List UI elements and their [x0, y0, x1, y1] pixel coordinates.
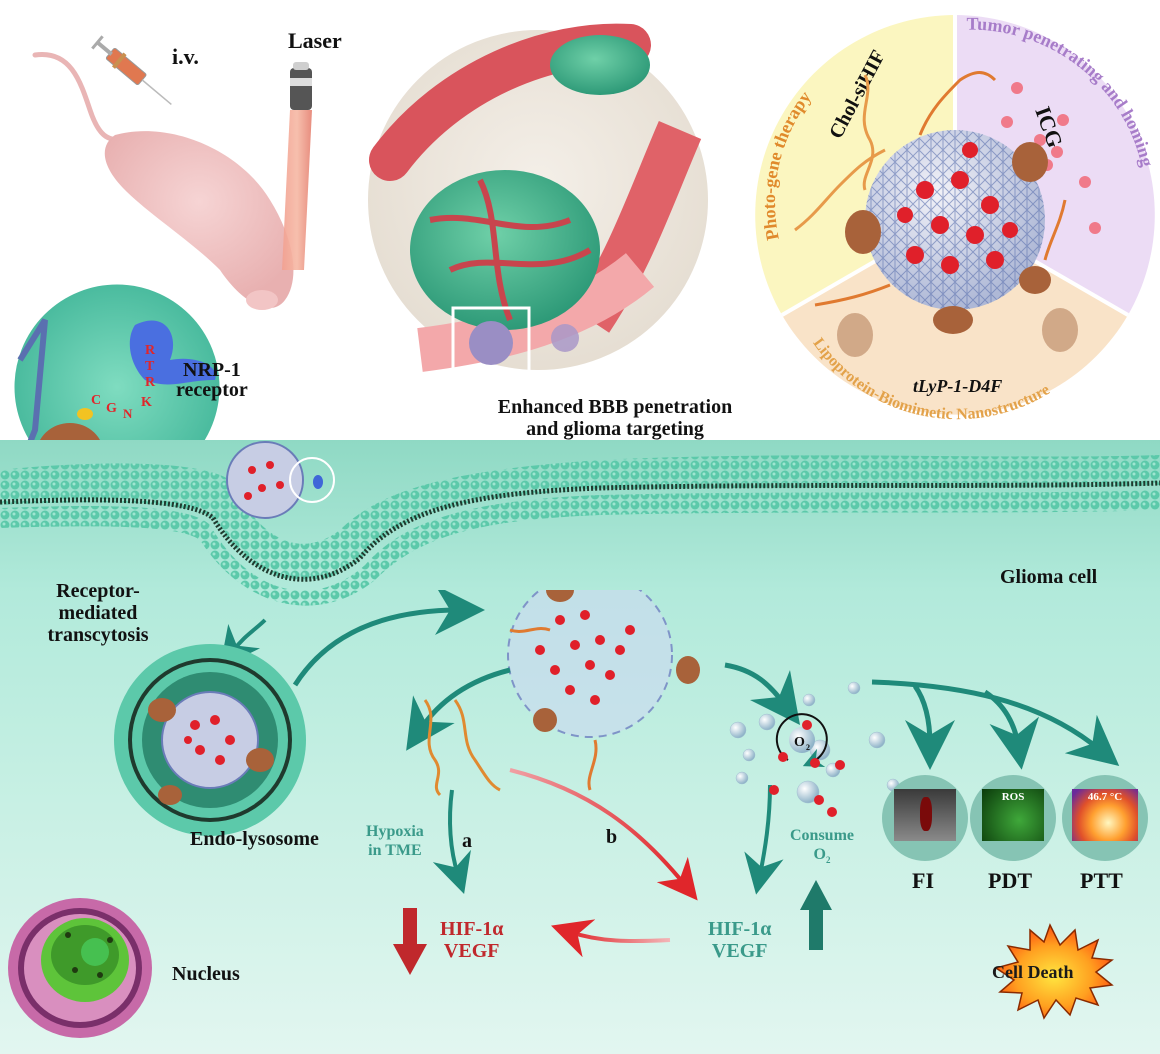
transcytosis-line1: Receptor-: [56, 580, 140, 602]
nrp1-receptor-icon: [129, 320, 216, 385]
peptide-anchor: [77, 408, 93, 420]
consume-line1: Consume: [790, 827, 855, 844]
outcome-pdt: ROS: [970, 775, 1056, 861]
arrow-vegf-feedback: [551, 919, 671, 958]
outcome-ptt: 46.7 °C: [1062, 775, 1148, 861]
ptt-image: 46.7 °C: [1072, 789, 1138, 841]
syringe-icon: [91, 35, 172, 106]
o2-center-bubble: [789, 727, 815, 753]
consume-o2-label: Consume O2: [790, 826, 854, 870]
bbb-caption-line1: Enhanced BBB penetration: [497, 396, 733, 418]
fi-image: [894, 789, 956, 841]
hypoxia-label: Hypoxia in TME: [366, 822, 424, 860]
bbb-caption: Enhanced BBB penetration and glioma targ…: [440, 396, 790, 440]
membrane-tails: [0, 480, 1160, 582]
tumor-cluster-small: [550, 35, 650, 95]
cell-pathway-diagram: O 2: [8, 590, 1120, 1038]
icg-dots: [1001, 82, 1101, 234]
peptide-letter-n: N: [123, 406, 133, 421]
receptor-zoom-circle: C G N K R T R: [11, 281, 223, 493]
nanoparticle-highlight-box: [451, 306, 531, 382]
peptide-letter-k: K: [141, 395, 152, 410]
laser-label: Laser: [288, 28, 342, 53]
arrow-pathway-b: [509, 768, 698, 901]
bbb-caption-line2: and glioma targeting: [526, 418, 704, 440]
transcytosis-line2: mediated: [58, 602, 138, 624]
arrow-membrane-to-endolysosome: [219, 618, 267, 668]
laser-icon: [282, 62, 312, 270]
top-panel: i.v. Laser: [0, 0, 1160, 493]
vegf-down: VEGF: [443, 940, 500, 962]
endolysosome: [114, 644, 306, 836]
hypoxia-line2: in TME: [368, 842, 422, 859]
outcome-label-pdt: PDT: [988, 868, 1032, 893]
arrow-endolysosome-to-release: [292, 590, 485, 687]
sihif-strands: [423, 699, 501, 797]
peptide-letter-t: T: [145, 359, 155, 374]
singlet-oxygen-dots: [769, 720, 845, 817]
peptide-letter-c: C: [91, 393, 101, 408]
hif-vegf-down-label: HIF-1α VEGF: [440, 918, 503, 962]
consume-o2-sub: 2: [825, 855, 831, 866]
membrane-outer-leaflet: [0, 455, 1160, 581]
consume-o2-text: O: [813, 846, 826, 863]
o2-center-label: O: [794, 735, 805, 750]
glioma-cell-label: Glioma cell: [1000, 566, 1098, 588]
nanoparticle-entering: [226, 441, 304, 519]
ptt-temp-label: 46.7 °C: [1087, 791, 1123, 803]
outcome-label-ptt: PTT: [1080, 868, 1123, 893]
o2-center-subscript: 2: [806, 743, 810, 752]
nucleus-illustration: [8, 898, 152, 1038]
arrow-to-pdt: [983, 689, 1040, 770]
consume-line2: O2: [790, 845, 854, 870]
mouse-illustration: [32, 52, 294, 310]
mouse-ear: [246, 290, 278, 310]
cell-membrane: [0, 441, 1160, 606]
component-tlyp: tLyP-1-D4F: [913, 376, 1002, 396]
hif-up: HIF-1α: [708, 918, 772, 940]
outcome-fi: [882, 775, 968, 861]
membrane-inner-leaflet: [0, 490, 1160, 606]
iv-label: i.v.: [172, 44, 199, 69]
apolipoprotein-clusters: [837, 142, 1078, 357]
mouse-body: [104, 131, 294, 309]
outcome-label-fi: FI: [912, 868, 934, 893]
arrow-to-fi: [904, 684, 955, 770]
nrp1-receptor-label: NRP-1 receptor: [176, 360, 248, 400]
peptide-letter-r2: R: [145, 343, 156, 358]
arrow-release-to-o2: [724, 662, 801, 725]
rotation-arrow-icon: [775, 713, 828, 768]
transcytosis-line3: transcytosis: [47, 624, 149, 646]
nucleus-label: Nucleus: [172, 963, 240, 985]
nrp1-label-line2: receptor: [176, 379, 248, 401]
peptide-letter-g: G: [106, 401, 117, 416]
dna-strands: [794, 71, 1067, 307]
pathway-a-letter: a: [462, 830, 472, 852]
pathway-b-letter: b: [606, 826, 618, 848]
nanoparticle-payload: [897, 142, 1018, 274]
nanostructure-circle: Photo-gene therapy Tumor penetrating and…: [755, 14, 1158, 423]
pdt-ros-label: ROS: [1001, 791, 1025, 803]
bbb-zoom-circle: [364, 23, 712, 382]
hypoxia-line1: Hypoxia: [366, 823, 424, 840]
hif-vegf-up-label: HIF-1α VEGF: [708, 918, 771, 962]
nrp1-label-line1: NRP-1: [183, 359, 241, 381]
disassembled-nanoparticle: [507, 590, 700, 791]
arrow-pathway-a: [432, 789, 471, 895]
receptor-binding-highlight: [289, 457, 335, 503]
down-arrow-icon: [393, 908, 427, 975]
up-arrow-icon: [800, 880, 832, 950]
arrow-consume-o2: [744, 784, 784, 895]
hif-down: HIF-1α: [440, 918, 504, 940]
arrow-release-to-sirna: [406, 667, 511, 751]
vegf-up: VEGF: [711, 940, 768, 962]
cell-death-burst: [994, 923, 1114, 1020]
cell-death-label: Cell Death: [992, 962, 1074, 982]
tumor-cluster: [410, 170, 600, 330]
pdt-image: ROS: [982, 789, 1044, 841]
endolysosome-label: Endo-lysosome: [190, 828, 319, 850]
transcytosis-label: Receptor- mediated transcytosis: [28, 580, 168, 646]
peptide-letter-r1: R: [145, 375, 156, 390]
